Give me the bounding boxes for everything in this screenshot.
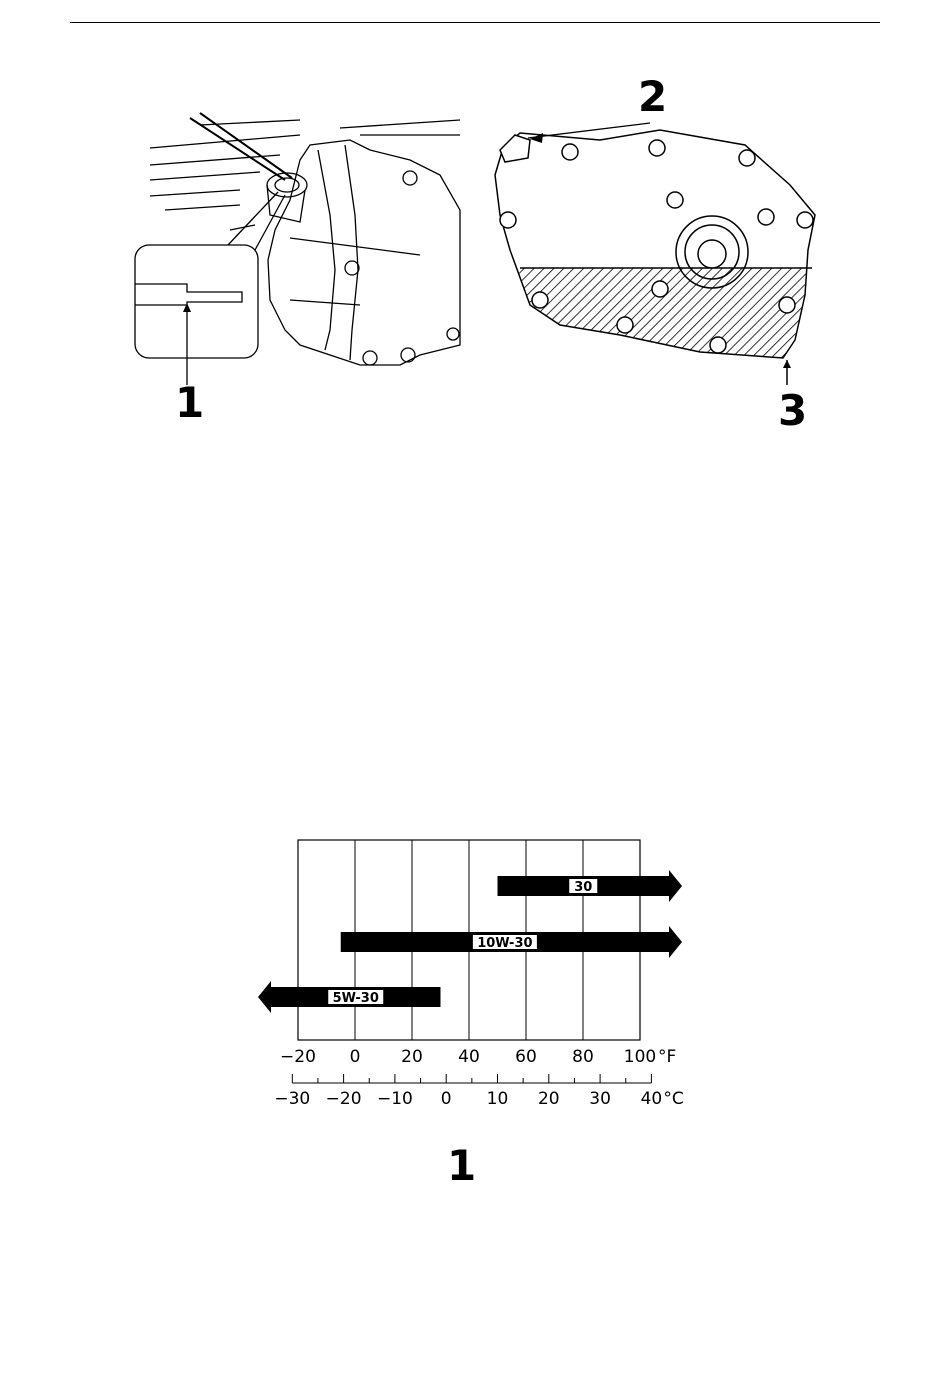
figure-caption: 1	[447, 1145, 476, 1187]
bar-label: 10W-30	[477, 936, 532, 951]
fahrenheit-tick-label: 20	[401, 1047, 423, 1067]
celsius-tick-label: −30	[274, 1089, 310, 1109]
fahrenheit-tick-label: 40	[458, 1047, 480, 1067]
bar-label: 30	[574, 880, 592, 895]
celsius-tick-label: 40	[641, 1089, 663, 1109]
fahrenheit-tick-label: 60	[515, 1047, 537, 1067]
celsius-tick-label: 30	[589, 1089, 611, 1109]
fahrenheit-tick-label: −20	[280, 1047, 316, 1067]
celsius-tick-label: −20	[326, 1089, 362, 1109]
celsius-tick-label: 10	[487, 1089, 509, 1109]
celsius-tick-label: 0	[441, 1089, 452, 1109]
chart-bars: 30 10W-30 5W-30	[258, 870, 682, 1013]
bar-label: 5W-30	[333, 991, 379, 1006]
fahrenheit-tick-label: 100	[624, 1047, 656, 1067]
fahrenheit-tick-label: 80	[572, 1047, 594, 1067]
celsius-unit: °C	[663, 1089, 683, 1109]
fahrenheit-tick-label: 0	[350, 1047, 361, 1067]
fahrenheit-unit: °F	[658, 1047, 676, 1067]
celsius-axis: −30 −20 −10 0 10 20 30 40°C	[274, 1074, 683, 1109]
fahrenheit-axis: −20 0 20 40 60 80 100°F	[280, 1047, 676, 1067]
celsius-tick-label: −10	[377, 1089, 413, 1109]
celsius-tick-label: 20	[538, 1089, 560, 1109]
